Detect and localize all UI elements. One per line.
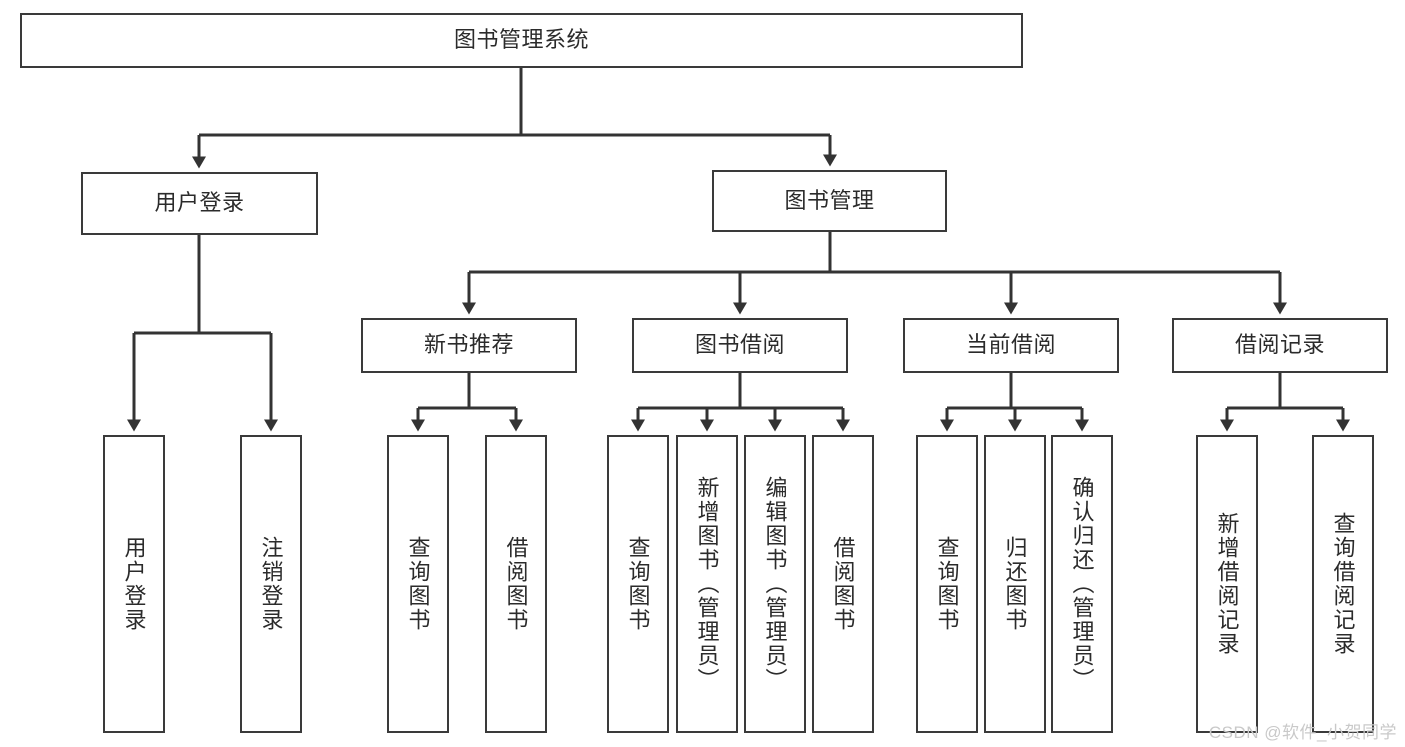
node-leaf-borrow-book-1[interactable]: 借阅图书 bbox=[485, 435, 547, 733]
node-leaf-logout[interactable]: 注销登录 bbox=[240, 435, 302, 733]
node-new-book-rec-label: 新书推荐 bbox=[423, 332, 514, 358]
node-leaf-user-login-label: 用户登录 bbox=[121, 536, 147, 632]
node-book-manage-label: 图书管理 bbox=[784, 187, 875, 213]
node-leaf-add-record[interactable]: 新增借阅记录 bbox=[1196, 435, 1258, 733]
node-leaf-query-book-3-label: 查询图书 bbox=[934, 536, 960, 632]
node-new-book-rec[interactable]: 新书推荐 bbox=[361, 318, 577, 373]
node-leaf-borrow-book-2-label: 借阅图书 bbox=[830, 536, 856, 632]
node-leaf-query-book-2-label: 查询图书 bbox=[625, 536, 651, 632]
node-book-manage[interactable]: 图书管理 bbox=[712, 170, 947, 232]
node-book-borrow[interactable]: 图书借阅 bbox=[632, 318, 848, 373]
node-borrow-record[interactable]: 借阅记录 bbox=[1172, 318, 1388, 373]
node-root[interactable]: 图书管理系统 bbox=[20, 13, 1023, 68]
node-leaf-edit-book[interactable]: 编辑图书（管理员） bbox=[744, 435, 806, 733]
node-leaf-return-book-label: 归还图书 bbox=[1002, 536, 1028, 632]
watermark: CSDN @软件_小贺同学 bbox=[1208, 723, 1397, 742]
node-leaf-logout-label: 注销登录 bbox=[258, 536, 284, 632]
node-leaf-add-book[interactable]: 新增图书（管理员） bbox=[676, 435, 738, 733]
node-leaf-return-book[interactable]: 归还图书 bbox=[984, 435, 1046, 733]
node-borrow-record-label: 借阅记录 bbox=[1234, 332, 1325, 358]
node-user-login-label: 用户登录 bbox=[154, 190, 245, 216]
node-current-borrow-label: 当前借阅 bbox=[965, 332, 1056, 358]
node-leaf-edit-book-label: 编辑图书（管理员） bbox=[762, 476, 788, 692]
node-leaf-query-book-1[interactable]: 查询图书 bbox=[387, 435, 449, 733]
node-current-borrow[interactable]: 当前借阅 bbox=[903, 318, 1119, 373]
node-leaf-user-login[interactable]: 用户登录 bbox=[103, 435, 165, 733]
node-book-borrow-label: 图书借阅 bbox=[694, 332, 785, 358]
node-leaf-query-book-3[interactable]: 查询图书 bbox=[916, 435, 978, 733]
node-leaf-borrow-book-2[interactable]: 借阅图书 bbox=[812, 435, 874, 733]
node-root-label: 图书管理系统 bbox=[453, 27, 589, 53]
node-leaf-query-book-2[interactable]: 查询图书 bbox=[607, 435, 669, 733]
node-leaf-borrow-book-1-label: 借阅图书 bbox=[503, 536, 529, 632]
node-leaf-add-book-label: 新增图书（管理员） bbox=[694, 476, 720, 692]
node-user-login[interactable]: 用户登录 bbox=[81, 172, 318, 235]
node-leaf-query-record[interactable]: 查询借阅记录 bbox=[1312, 435, 1374, 733]
node-leaf-confirm-return-label: 确认归还（管理员） bbox=[1069, 476, 1095, 692]
node-leaf-query-record-label: 查询借阅记录 bbox=[1330, 512, 1356, 656]
node-leaf-query-book-1-label: 查询图书 bbox=[405, 536, 431, 632]
node-leaf-add-record-label: 新增借阅记录 bbox=[1214, 512, 1240, 656]
node-leaf-confirm-return[interactable]: 确认归还（管理员） bbox=[1051, 435, 1113, 733]
